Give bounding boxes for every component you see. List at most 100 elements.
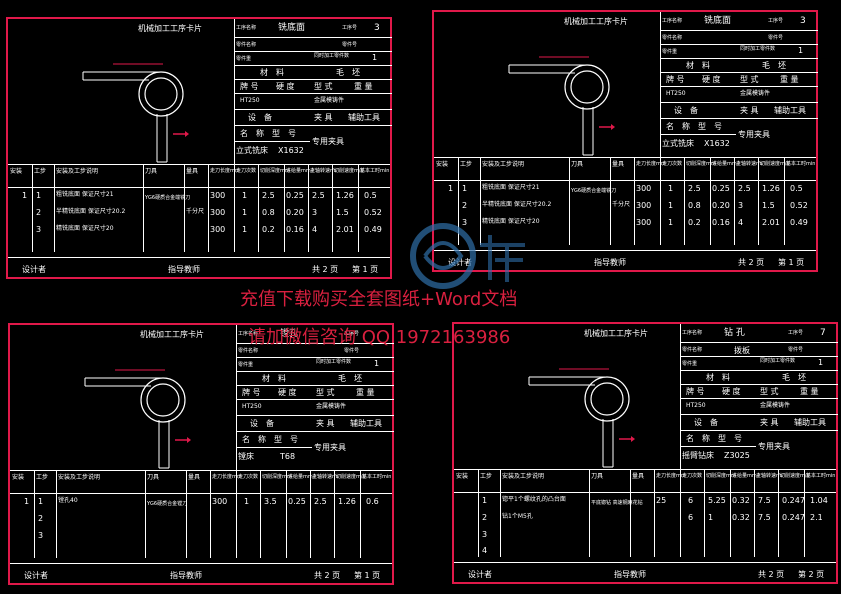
weight-label: 重 量 (780, 75, 799, 84)
column-header: 进给量mm/r (732, 473, 761, 479)
grid-line (569, 157, 570, 245)
column-header: 切削速度m/s (760, 161, 790, 167)
grid-line (234, 65, 392, 66)
type-label: 型 式 (740, 75, 759, 84)
feed-rate: 0.20 (286, 208, 304, 217)
feed-rate: 0.16 (712, 218, 730, 227)
grid-line (208, 164, 209, 252)
column-header: 切削深度mm (260, 168, 290, 174)
process-name-label: 工序名称 (238, 331, 259, 337)
process-no-label: 工序号 (344, 331, 360, 337)
column-header: 主轴转速r/s (736, 161, 763, 167)
spindle-speed: 3 (312, 208, 318, 217)
column-header: 基本工时min (362, 474, 392, 480)
grid-line (308, 164, 309, 252)
grid-line (310, 470, 311, 558)
grid-line (758, 157, 759, 245)
feed-rate: 0.20 (712, 201, 730, 210)
grid-line (210, 470, 211, 558)
spindle-speed: 2.5 (314, 497, 327, 506)
process-name: 铣底面 (704, 16, 732, 26)
material-label: 材 料 (262, 374, 286, 383)
cut-depth: 5.25 (708, 496, 726, 505)
same-time-value: 1 (372, 53, 378, 62)
grid-line (234, 125, 392, 126)
hardness-label: 硬 度 (278, 388, 297, 397)
same-time-value: 1 (818, 358, 824, 367)
column-header: 主轴转速r/s (312, 474, 339, 480)
process-no-label: 工序号 (768, 18, 784, 24)
step-description: 钻1个M5孔 (502, 513, 533, 520)
equip-model: Z3025 (724, 451, 750, 460)
type-label: 型 式 (760, 387, 779, 396)
column-header: 切削深度mm (262, 474, 292, 480)
teacher-label: 指导教师 (594, 258, 626, 267)
column-header: 进给量mm/r (288, 474, 317, 480)
column-header: 走刀长度mm (210, 168, 240, 174)
card-title: 机械加工工序卡片 (564, 17, 628, 26)
grid-line (284, 164, 285, 252)
grid-line (684, 157, 685, 245)
grid-line (8, 257, 390, 258)
grid-line (236, 399, 394, 400)
grid-line (334, 470, 335, 558)
spindle-speed: 4 (738, 218, 744, 227)
step-number: 1 (38, 497, 44, 506)
grid-line (660, 58, 818, 59)
column-header: 切削速度m/s (334, 168, 364, 174)
part-name-label: 零件名称 (238, 348, 259, 354)
spindle-speed: 7.5 (758, 513, 771, 522)
aux-tool-label: 辅助工具 (348, 113, 380, 122)
grid-line (186, 470, 187, 558)
step-number: 1 (462, 184, 468, 193)
equip-name: 立式铣床 (662, 139, 694, 148)
equip-name-label: 名 称 (240, 129, 264, 138)
feed-length: 300 (210, 191, 226, 200)
feed-length: 300 (212, 497, 228, 506)
cut-velocity: 2.01 (336, 225, 354, 234)
teacher-label: 指导教师 (170, 571, 202, 580)
process-no: 3 (800, 16, 806, 26)
grid-line (236, 343, 394, 344)
step-number: 3 (482, 530, 488, 539)
column-header: 安装及工步说明 (56, 168, 99, 175)
grid-line (143, 164, 144, 252)
mark-value: HT250 (666, 90, 686, 97)
watermark-logo (410, 223, 525, 289)
base-time: 0.52 (790, 201, 808, 210)
feed-rate: 0.32 (732, 513, 750, 522)
spindle-speed: 2.5 (312, 191, 325, 200)
process-name-label: 工序名称 (662, 18, 683, 24)
grid-line (358, 164, 359, 252)
part-name-label: 零件名称 (236, 42, 257, 48)
cut-depth: 2.5 (262, 191, 275, 200)
grid-line (286, 470, 287, 558)
pass-count: 1 (242, 225, 248, 234)
grid-line (236, 431, 394, 432)
base-time: 2.1 (810, 513, 823, 522)
feed-length: 25 (656, 496, 667, 505)
gauge-name: 千分尺 (612, 201, 631, 208)
same-time-label: 同时加工零件数 (740, 46, 776, 52)
spindle-speed: 7.5 (758, 496, 771, 505)
column-header: 安装及工步说明 (482, 161, 525, 168)
column-header: 基本工时min (786, 161, 816, 167)
column-header: 工步 (34, 168, 47, 175)
cutter-name: 平底锪钻 高速钢麻花钻 (591, 500, 643, 506)
grid-line (704, 469, 705, 557)
feed-rate: 0.16 (286, 225, 304, 234)
step-number: 2 (462, 201, 468, 210)
column-header: 基本工时min (360, 168, 390, 174)
watermark-line-2: 请加微信咨询 QQ 1972163986 (248, 327, 511, 348)
same-time-value: 1 (374, 359, 380, 368)
fixture-label: 夹 具 (760, 418, 779, 427)
grid-line (680, 324, 681, 469)
column-header: 进给量mm/r (712, 161, 741, 167)
column-header: 安装及工步说明 (502, 473, 545, 480)
hardness-label: 硬 度 (702, 75, 721, 84)
part-weight-label: 零件重 (238, 362, 254, 368)
fixture-label: 夹 具 (314, 113, 333, 122)
column-header: 量具 (632, 473, 645, 480)
same-time-label: 同时加工零件数 (760, 358, 796, 364)
